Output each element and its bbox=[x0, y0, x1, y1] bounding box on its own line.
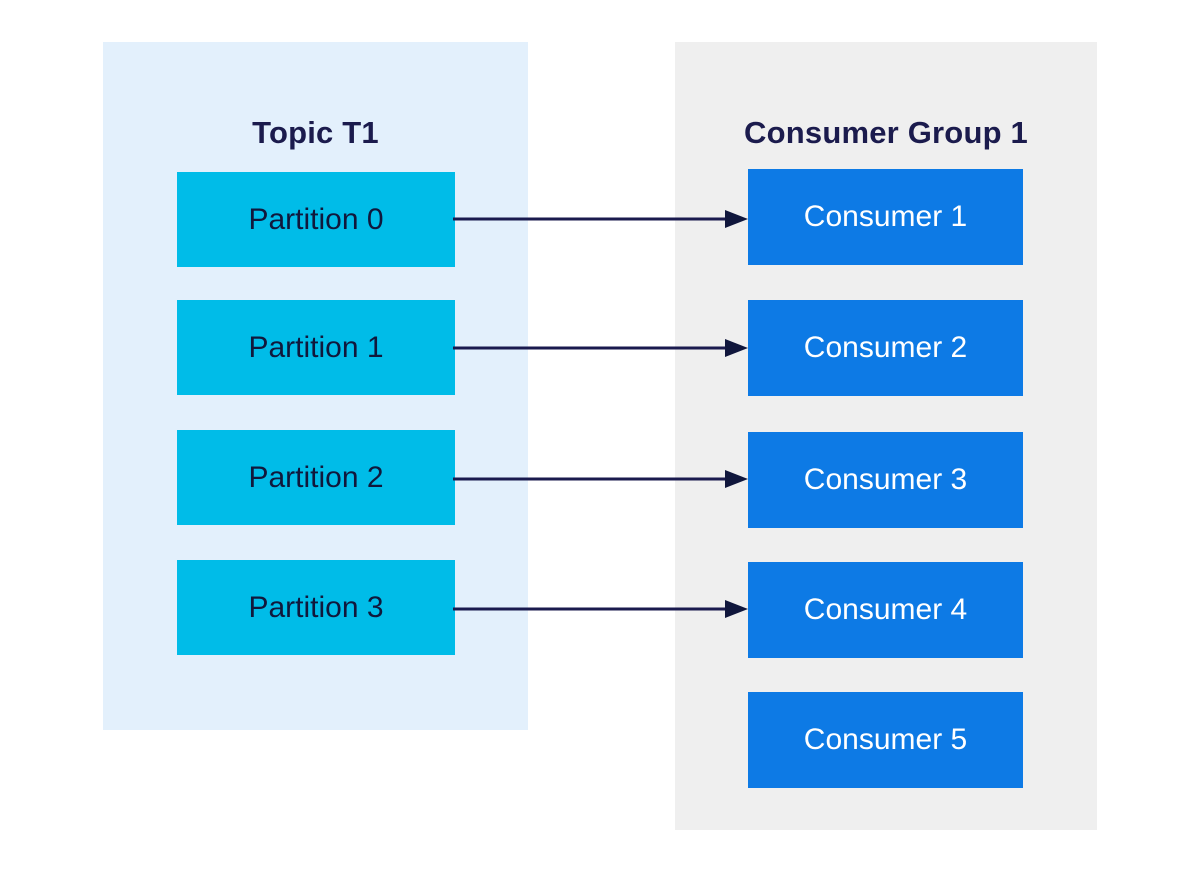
consumer-label: Consumer 1 bbox=[803, 200, 968, 233]
partition-box-0[interactable]: Partition 0 bbox=[177, 172, 455, 267]
partition-label: Partition 1 bbox=[248, 330, 384, 364]
consumer-box-3[interactable]: Consumer 3 bbox=[748, 432, 1023, 528]
partition-box-2[interactable]: Partition 2 bbox=[177, 430, 455, 525]
consumer-label: Consumer 3 bbox=[803, 463, 968, 496]
partition-box-1[interactable]: Partition 1 bbox=[177, 300, 455, 395]
partition-label: Partition 3 bbox=[248, 590, 384, 624]
consumer-label: Consumer 2 bbox=[803, 331, 968, 364]
consumer-box-2[interactable]: Consumer 2 bbox=[748, 300, 1023, 396]
partition-label: Partition 2 bbox=[248, 460, 384, 494]
topic-panel-title: Topic T1 bbox=[252, 115, 379, 150]
consumer-group-panel-title: Consumer Group 1 bbox=[744, 115, 1028, 150]
partition-label: Partition 0 bbox=[248, 202, 384, 236]
consumer-label: Consumer 4 bbox=[803, 593, 968, 626]
consumer-box-4[interactable]: Consumer 4 bbox=[748, 562, 1023, 658]
consumer-box-5[interactable]: Consumer 5 bbox=[748, 692, 1023, 788]
partition-box-3[interactable]: Partition 3 bbox=[177, 560, 455, 655]
consumer-label: Consumer 5 bbox=[803, 723, 968, 756]
consumer-box-1[interactable]: Consumer 1 bbox=[748, 169, 1023, 265]
